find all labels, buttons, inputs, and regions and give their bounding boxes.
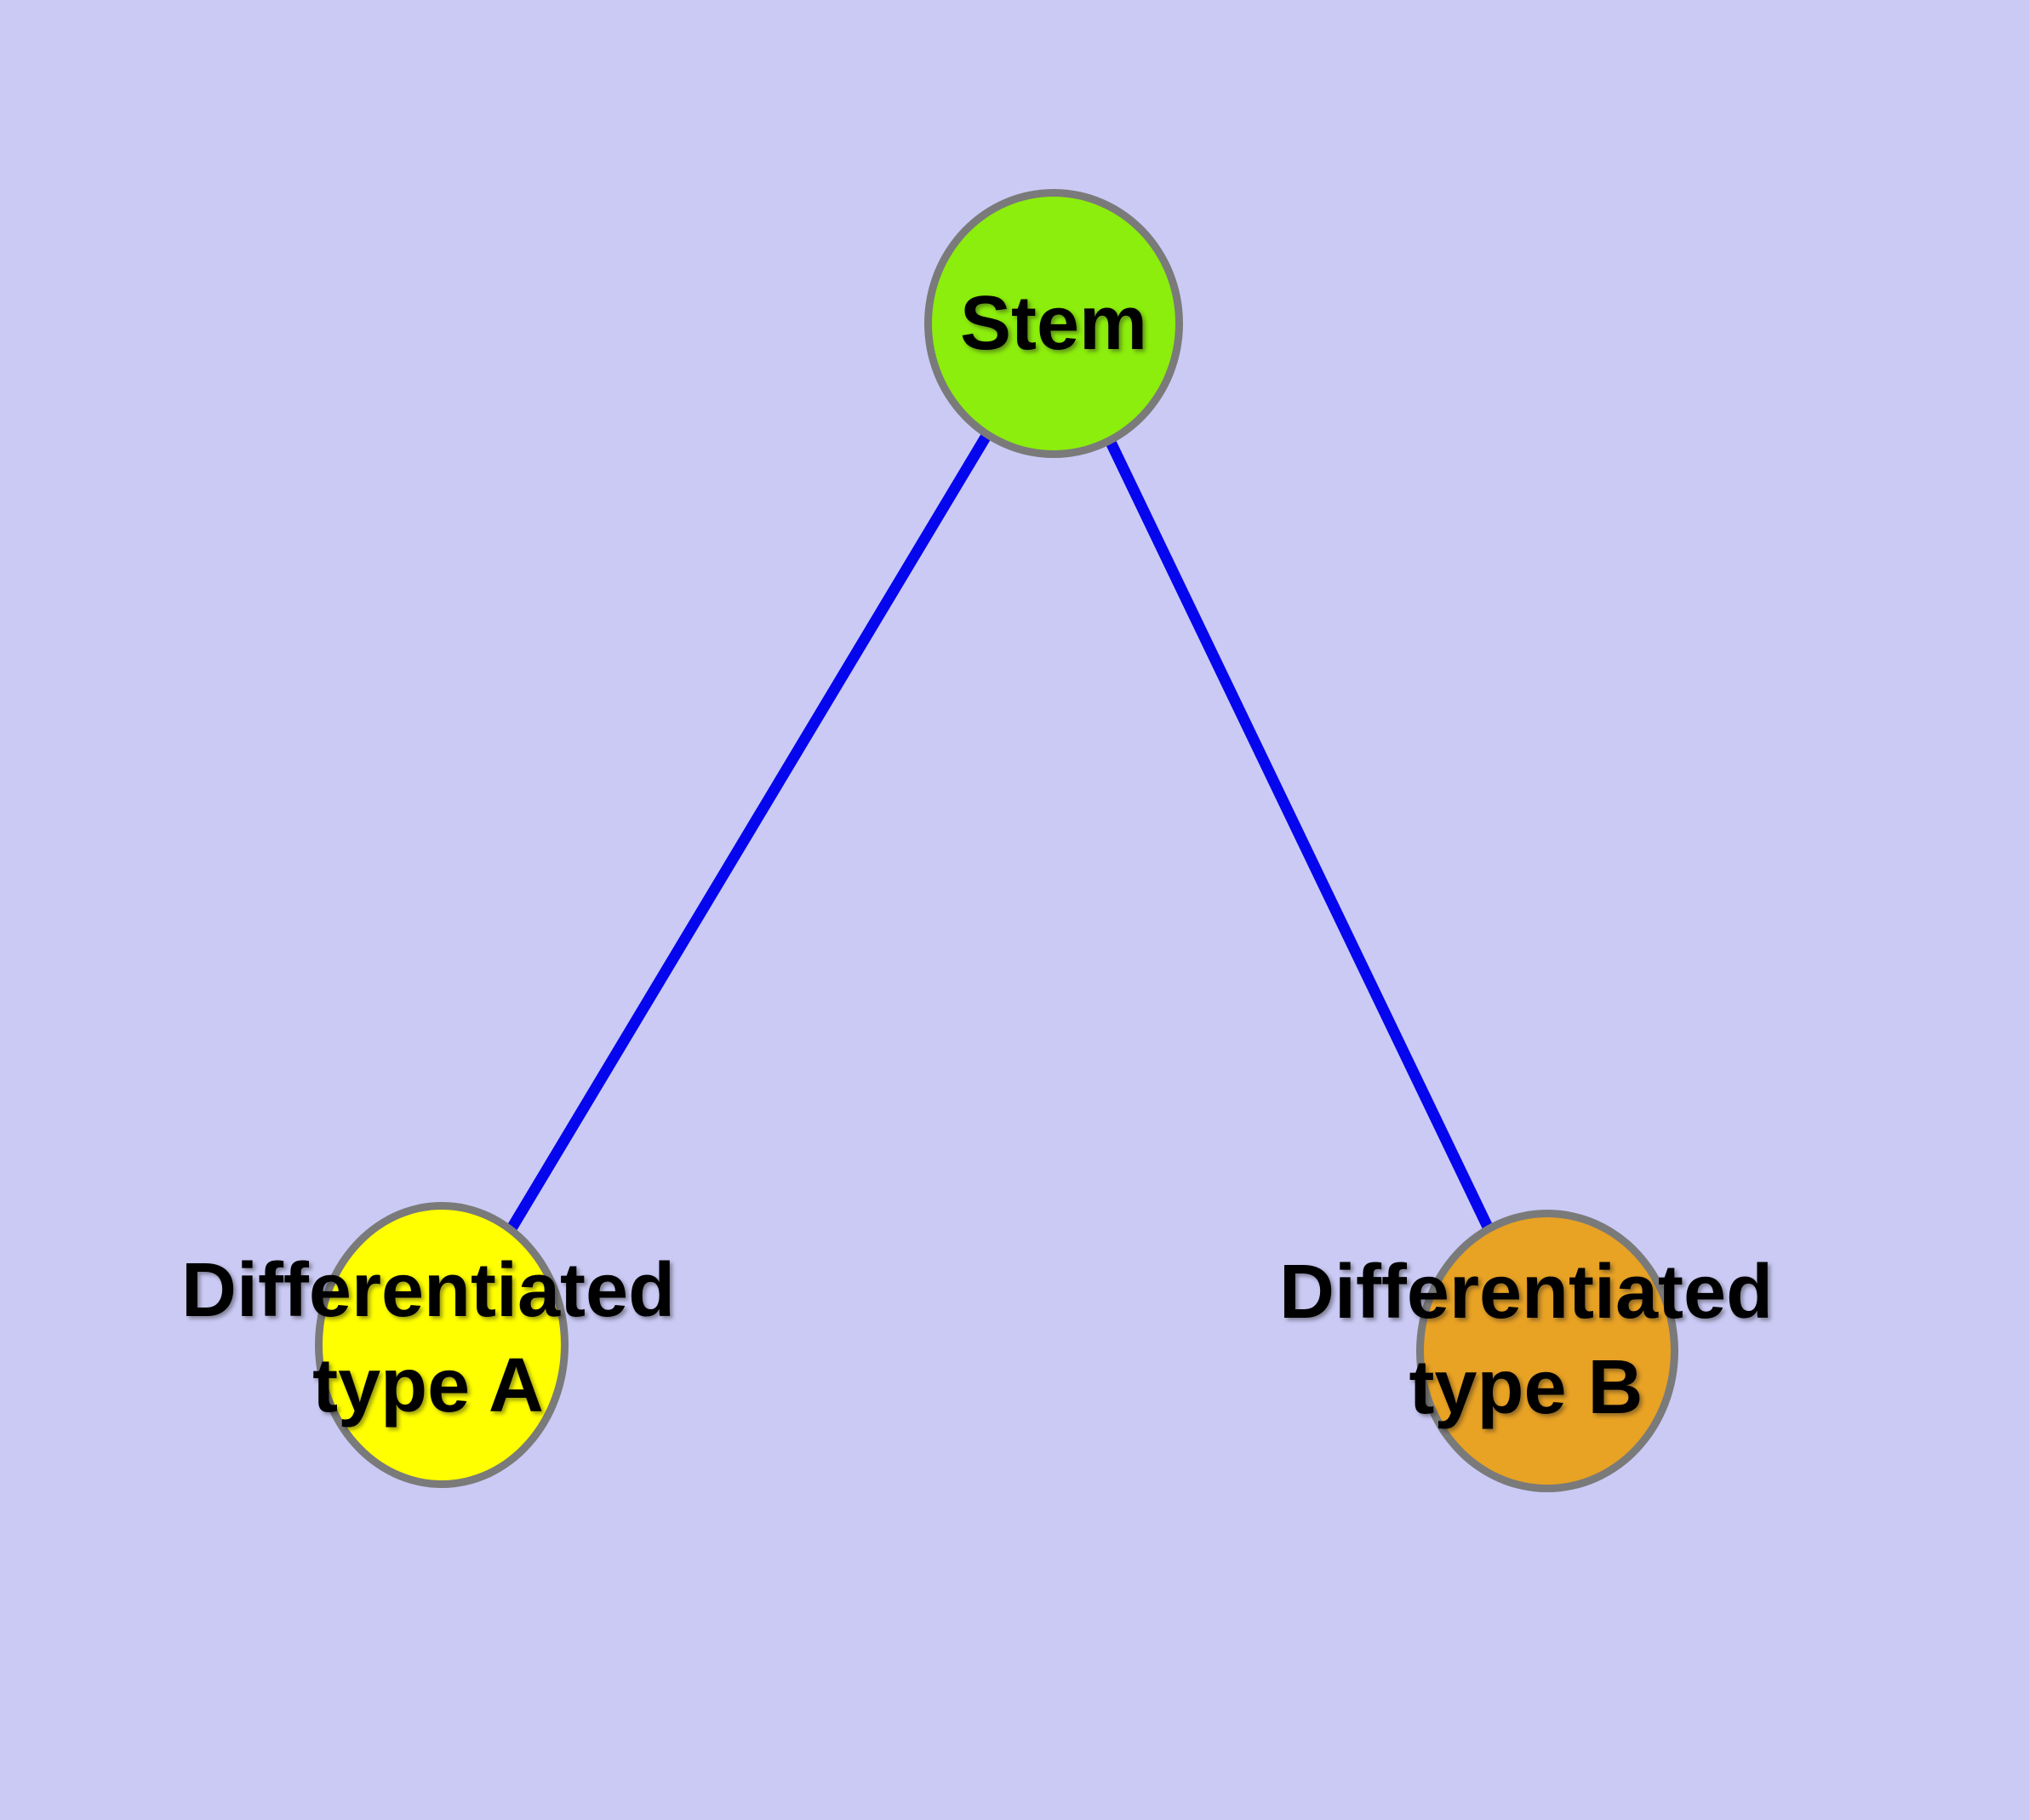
node-label-differentiated-type-b: Differentiated type B (1279, 1245, 1773, 1435)
node-label-stem: Stem (960, 276, 1147, 371)
node-label-type-a-line1: Differentiated (180, 1248, 676, 1333)
node-differentiated-type-a (315, 1202, 569, 1488)
node-label-type-a-line2: type A (312, 1343, 544, 1428)
node-differentiated-type-b (1416, 1210, 1678, 1492)
edge-stem-to-type-a (437, 320, 1059, 1348)
node-stem (924, 189, 1183, 458)
node-label-type-b-line2: type B (1409, 1345, 1643, 1430)
node-label-stem-line1: Stem (959, 281, 1148, 366)
node-label-differentiated-type-a: Differentiated type A (181, 1243, 675, 1434)
edge-stem-to-type-b (1049, 321, 1552, 1354)
node-label-type-b-line1: Differentiated (1278, 1250, 1774, 1335)
